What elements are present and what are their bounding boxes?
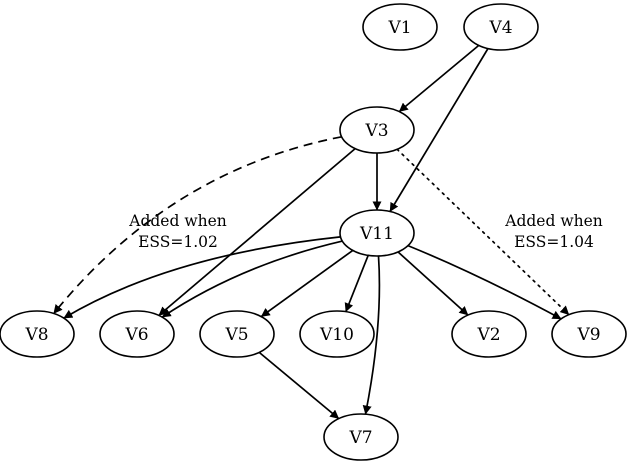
edge-v11-to-v10 [344, 254, 369, 313]
edge-v11-to-v5 [260, 249, 354, 318]
node-v2: V2 [451, 310, 527, 358]
node-v6: V6 [99, 310, 175, 358]
node-label: V7 [348, 428, 372, 448]
node-v7: V7 [323, 413, 399, 461]
node-ellipse [323, 413, 399, 461]
edge-v3-to-v8 [53, 135, 342, 315]
node-label: V2 [476, 325, 500, 345]
node-ellipse [339, 106, 415, 154]
node-v5: V5 [199, 310, 275, 358]
node-v11: V11 [339, 209, 415, 257]
node-v8: V8 [0, 310, 75, 358]
node-ellipse [451, 310, 527, 358]
edge-v4-to-v11 [389, 48, 489, 212]
edge-v11-to-v2 [397, 251, 469, 316]
node-ellipse [463, 3, 539, 51]
node-v10: V10 [299, 310, 375, 358]
annotation-left-line1: Added when [128, 212, 226, 230]
node-ellipse [339, 209, 415, 257]
node-v4: V4 [463, 3, 539, 51]
node-v3: V3 [339, 106, 415, 154]
node-label: V10 [319, 325, 354, 345]
node-v1: V1 [362, 3, 438, 51]
node-label: V8 [24, 325, 48, 345]
edge-v3-to-v6 [158, 147, 356, 317]
edge-v11-to-v9 [407, 244, 562, 320]
node-ellipse [199, 310, 275, 358]
annotation-right-line1: Added when [504, 212, 602, 230]
edge-v11-to-v6 [161, 240, 343, 318]
edge-v4-to-v3 [398, 44, 480, 113]
node-v9: V9 [551, 310, 627, 358]
annotation-right-line2: ESS=1.04 [514, 233, 594, 251]
node-ellipse [362, 3, 438, 51]
node-label: V3 [364, 121, 388, 141]
annotation-left-line2: ESS=1.02 [138, 233, 218, 251]
edge-v11-to-v7 [362, 255, 381, 415]
node-ellipse [299, 310, 375, 358]
node-label: V5 [224, 325, 248, 345]
node-ellipse [551, 310, 627, 358]
node-label: V11 [359, 224, 394, 244]
node-ellipse [0, 310, 75, 358]
node-label: V6 [124, 325, 148, 345]
node-label: V9 [576, 325, 600, 345]
edge-v5-to-v7 [258, 351, 340, 420]
node-label: V4 [488, 18, 512, 38]
edge-v3-to-v9 [396, 148, 570, 316]
node-ellipse [99, 310, 175, 358]
edges-layer [53, 44, 570, 420]
annotations-layer: Added when ESS=1.02 Added when ESS=1.04 [128, 212, 602, 251]
node-label: V1 [387, 18, 411, 38]
edge-v11-to-v8 [63, 236, 341, 319]
